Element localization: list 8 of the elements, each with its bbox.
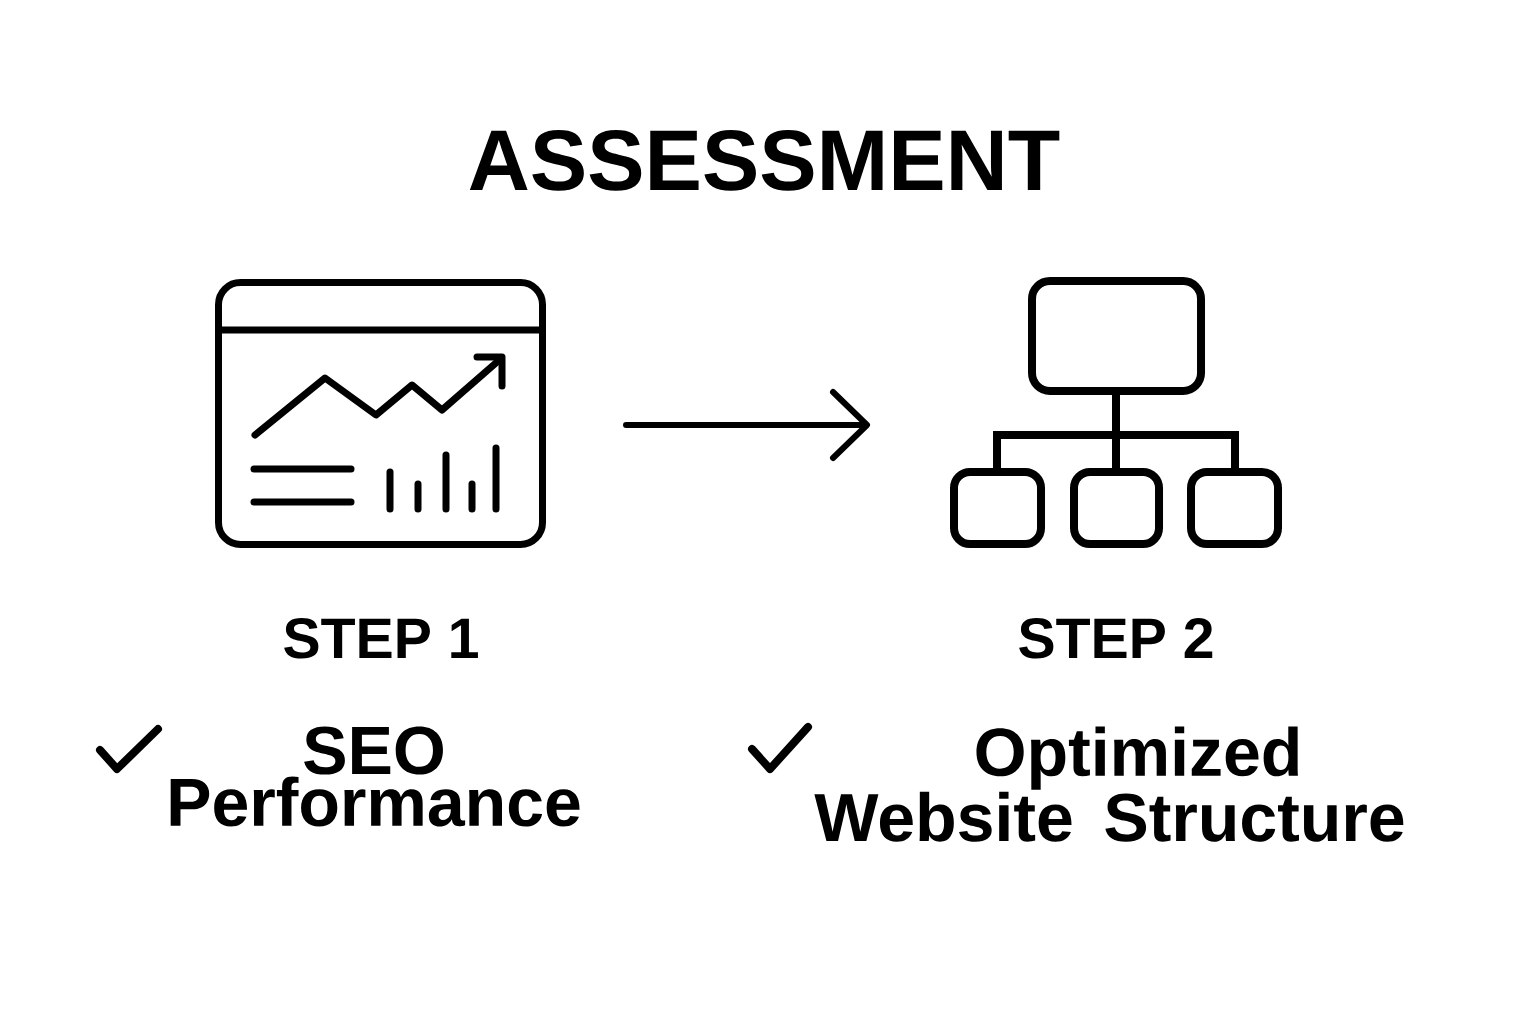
step-description: Optimized Website Structure (814, 726, 1404, 842)
step-label: STEP 2 (1019, 618, 1213, 659)
hierarchy-picture (950, 277, 1282, 548)
arrow (623, 389, 870, 461)
title: ASSESSMENT (469, 129, 1060, 191)
step-description: SEO Performance (170, 726, 580, 827)
step-label: STEP 1 (284, 618, 478, 659)
dashboard-picture (215, 279, 546, 548)
